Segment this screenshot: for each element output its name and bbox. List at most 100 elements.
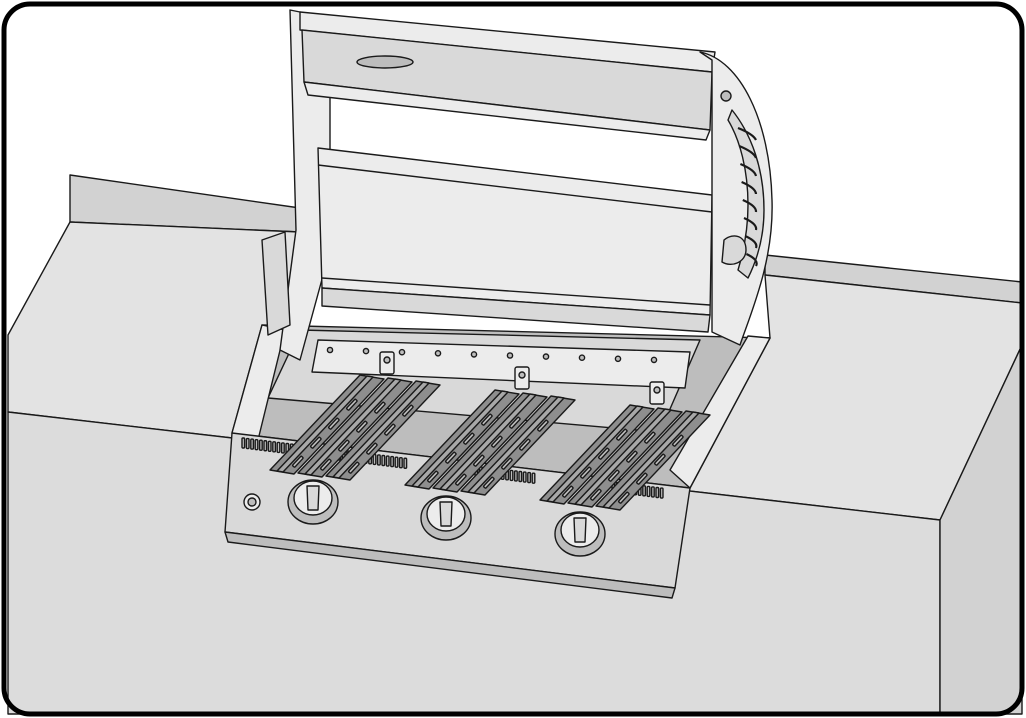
shield-slot	[626, 450, 638, 463]
vent-slot	[659, 487, 664, 499]
end-cap-vent-slot	[745, 253, 758, 267]
shield-slot	[348, 461, 360, 474]
shield-highlight	[411, 390, 509, 488]
shield-slot	[590, 488, 602, 501]
ignitor-hole	[578, 354, 586, 362]
lid-right-end-cap	[699, 51, 773, 346]
shield-slot	[292, 455, 304, 468]
shield-slot	[481, 413, 493, 426]
vent-slot	[250, 438, 255, 450]
shield-slot	[562, 485, 574, 498]
vent-slot	[527, 471, 532, 484]
vent-slot	[263, 440, 268, 452]
control-knob	[554, 511, 606, 557]
shield-slot	[356, 420, 368, 433]
end-cap-vent-slot	[739, 162, 758, 177]
burner-shield	[269, 351, 441, 481]
shield-highlight	[332, 381, 430, 479]
shield-slot	[537, 419, 549, 432]
shield-slot	[608, 469, 620, 482]
shield-highlight	[304, 378, 402, 476]
rear-wall	[311, 339, 691, 389]
shield-highlight	[546, 405, 644, 503]
end-cap-screw	[720, 90, 732, 102]
shield-slot	[366, 442, 378, 455]
ignitor-hole	[614, 355, 622, 363]
shield-slot	[491, 435, 503, 448]
ignitor-holes	[326, 346, 658, 364]
ignitor-hole	[434, 349, 442, 357]
end-cap-vent-slot	[742, 198, 758, 213]
panel-badge-center	[247, 497, 257, 507]
end-cap-vents	[737, 126, 758, 267]
end-cap-vent-slot	[741, 180, 758, 195]
vent-slot	[642, 485, 647, 497]
vent-slot	[245, 437, 250, 450]
shield-tab-hole	[383, 356, 391, 364]
vent-slot	[267, 440, 272, 452]
burner-shield	[404, 366, 576, 496]
knob-grip	[306, 485, 320, 511]
vent-slot	[390, 455, 395, 468]
shield-slot	[644, 431, 656, 444]
shield-tab-hole	[653, 386, 661, 394]
left-hinge-bracket	[261, 231, 291, 336]
vent-slot	[241, 437, 246, 449]
vent-slot	[394, 456, 399, 468]
vent-slot	[650, 486, 655, 498]
vent-slot	[403, 457, 408, 469]
shield-slot	[346, 398, 358, 411]
vent-slot	[398, 457, 403, 469]
shield-slot	[320, 458, 332, 471]
shield-highlight	[574, 408, 672, 506]
lid-shelf	[303, 81, 711, 141]
shield-highlight	[602, 411, 700, 509]
shield-tab-hole	[518, 371, 526, 379]
ignitor-hole	[506, 352, 514, 359]
vent-slot	[646, 485, 651, 498]
control-knob	[287, 479, 339, 525]
shield-slot	[483, 476, 495, 489]
shield-slot	[427, 470, 439, 483]
shield-slot	[310, 436, 322, 449]
vent-slot	[381, 454, 386, 467]
shield-slot	[672, 434, 684, 447]
vent-slot	[280, 442, 285, 454]
end-cap-vent-panel	[727, 109, 765, 279]
control-panel-lip	[224, 531, 676, 599]
end-cap-vent-slot	[737, 126, 757, 141]
vent-slot	[272, 441, 277, 453]
lid-lower-rail	[321, 287, 711, 333]
shield-slot	[616, 428, 628, 441]
shield-slot	[598, 447, 610, 460]
ignitor-hole	[326, 346, 334, 354]
lid-crease-1	[317, 164, 713, 213]
vent-slot	[509, 469, 514, 482]
knob-grip	[439, 501, 453, 527]
ignitor-hole	[362, 347, 370, 355]
control-knobs	[287, 479, 606, 557]
shield-slot	[328, 417, 340, 430]
shield-slot	[519, 438, 531, 451]
lid-crease-2	[321, 277, 711, 306]
countertop-side-face	[939, 344, 1023, 715]
end-cap-vent-slot	[743, 216, 758, 231]
shield-slot	[636, 472, 648, 485]
shield-slot	[501, 457, 513, 470]
ignitor-hole	[650, 356, 658, 364]
burner-shield	[539, 381, 711, 511]
shield-slot	[445, 451, 457, 464]
shield-slot	[463, 432, 475, 445]
burner-shields	[269, 351, 711, 511]
shield-slot	[374, 401, 386, 414]
vent-slot	[258, 439, 263, 451]
shield-slot	[509, 416, 521, 429]
vent-slot	[518, 470, 523, 483]
vent-slot	[531, 472, 536, 484]
shield-slot	[473, 454, 485, 467]
brand-plate	[356, 55, 414, 69]
knob-grip	[573, 517, 587, 543]
ignitor-hole	[470, 351, 478, 358]
